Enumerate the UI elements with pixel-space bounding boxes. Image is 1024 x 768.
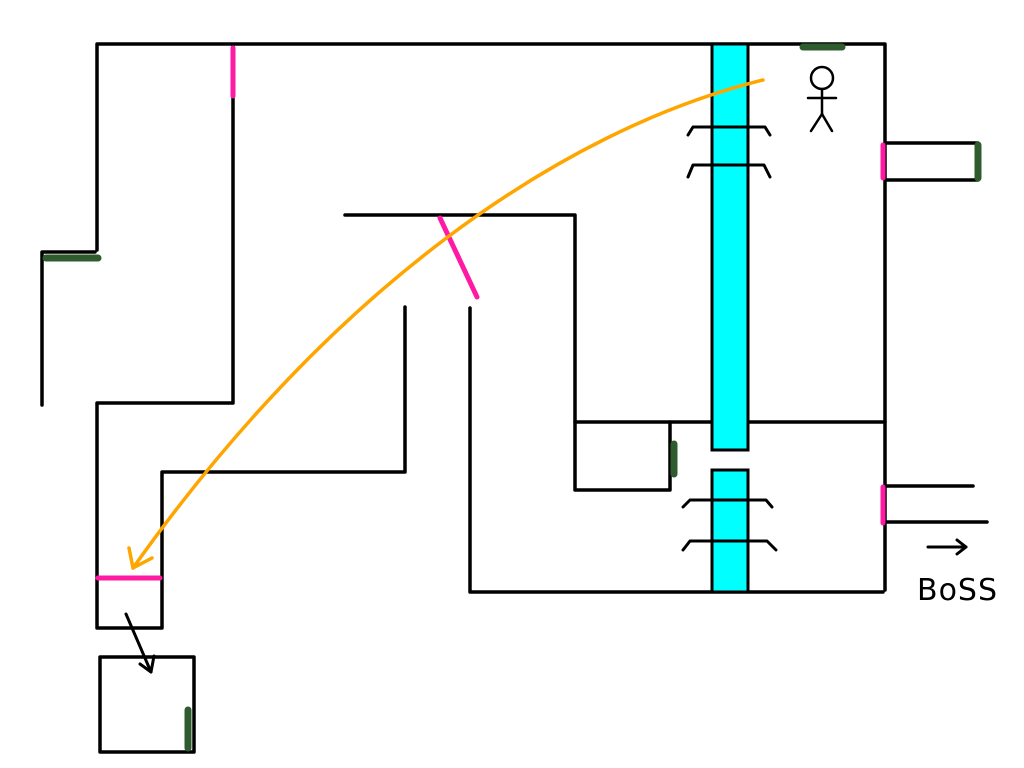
- down-arrow-icon: [124, 612, 156, 674]
- river-bank-2: [686, 163, 772, 179]
- river-segment-top: [710, 42, 750, 452]
- curved-arrow-icon: [127, 78, 765, 570]
- river-bank-4: [681, 539, 778, 552]
- door-diagonal: [437, 215, 480, 300]
- wall-bottom-room: [98, 655, 196, 754]
- river-segment-bottom: [710, 468, 750, 594]
- wall-inner-left: [95, 44, 407, 630]
- wall-upper-corridor: [883, 141, 980, 182]
- river-bank-1: [686, 125, 772, 137]
- wall-room-mid: [343, 213, 887, 424]
- wall-small-chamber: [573, 420, 672, 492]
- boss-label: BoSS: [917, 573, 998, 608]
- wall-left-step: [40, 250, 97, 407]
- river: [681, 42, 778, 594]
- doors: [95, 45, 886, 581]
- wall-outer-top: [95, 42, 887, 592]
- boss-marker: BoSS: [917, 538, 998, 608]
- stick-figure-icon: [806, 65, 838, 133]
- river-bank-3: [681, 498, 774, 509]
- walls: [40, 42, 989, 754]
- save-points: [42, 43, 982, 752]
- right-arrow-icon: [926, 538, 968, 556]
